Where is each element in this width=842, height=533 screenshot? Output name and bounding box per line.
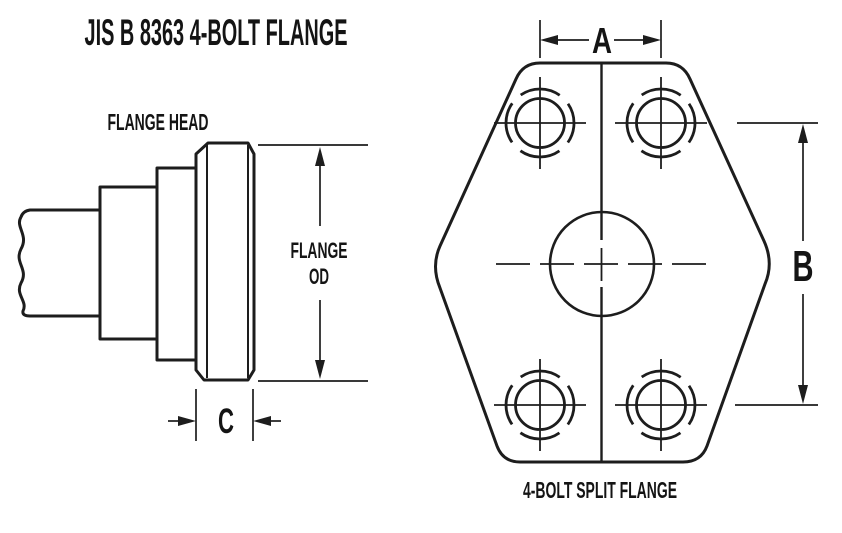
step-two-profile (98, 185, 159, 341)
side-view: FLANGE HEAD FLANGE OD C (17, 109, 368, 441)
flange-head-label: FLANGE HEAD (108, 109, 209, 135)
c-arrow-right-icon (253, 416, 271, 426)
od-arrow-down-icon (315, 360, 325, 379)
flange-od-label-line2: OD (309, 264, 329, 289)
bolt-hole-top-right (613, 75, 709, 171)
dimension-b: B (735, 122, 818, 406)
bolt-hole-bottom-right (613, 357, 709, 453)
front-view: A B 4-BOLT SPLIT FLANGE (434, 20, 818, 503)
flange-od-label-line1: FLANGE (291, 238, 348, 263)
dimension-c: C (168, 389, 281, 441)
shaft-profile (17, 208, 102, 318)
dimension-flange-od: FLANGE OD (258, 144, 368, 382)
a-dimension-label: A (592, 20, 612, 61)
od-arrow-up-icon (315, 147, 325, 166)
c-dimension-label: C (218, 402, 234, 441)
flange-head-profile (194, 141, 256, 382)
a-arrow-left-icon (540, 35, 558, 45)
b-arrow-down-icon (798, 385, 808, 404)
bolt-hole-bottom-left (492, 357, 588, 453)
b-arrow-up-icon (798, 124, 808, 143)
flange-outline (434, 61, 771, 464)
front-view-caption: 4-BOLT SPLIT FLANGE (523, 477, 677, 503)
diagram-title: JIS B 8363 4-BOLT FLANGE (85, 12, 348, 53)
dimension-a: A (539, 20, 662, 61)
c-arrow-left-icon (178, 416, 196, 426)
b-dimension-label: B (793, 242, 814, 291)
a-arrow-right-icon (643, 35, 661, 45)
bolt-hole-top-left (492, 75, 588, 171)
step-three-profile (155, 166, 198, 362)
